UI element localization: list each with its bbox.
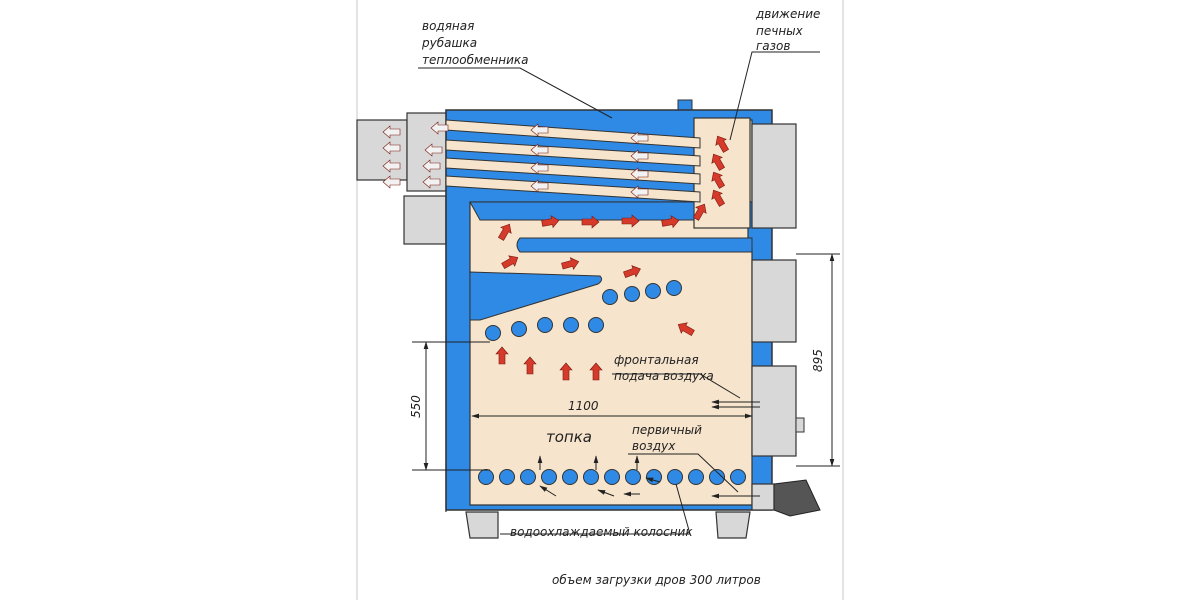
exhaust-arrows xyxy=(382,121,449,189)
label-water-jacket: водяная рубашка теплообменника xyxy=(421,19,529,67)
gas-arrow xyxy=(497,223,512,241)
svg-text:фронтальная: фронтальная xyxy=(614,353,699,367)
middle-door xyxy=(751,259,797,343)
gas-arrow xyxy=(541,215,560,229)
grate-tube xyxy=(541,469,557,485)
grate-tube xyxy=(730,469,746,485)
grate-tube xyxy=(667,469,683,485)
svg-text:первичный: первичный xyxy=(632,423,702,437)
water-tube xyxy=(645,283,661,299)
grate-water-tubes xyxy=(478,469,746,485)
left-leg xyxy=(465,511,499,539)
tube-arrow xyxy=(630,149,649,163)
exhaust-arrow xyxy=(382,141,401,155)
ash-door xyxy=(751,483,775,511)
svg-text:теплообменника: теплообменника xyxy=(422,53,529,67)
gas-arrow xyxy=(715,135,730,153)
tube-flow-arrows xyxy=(530,123,649,199)
grate-tube xyxy=(583,469,599,485)
air-arrows xyxy=(537,399,760,499)
exhaust-arrow xyxy=(382,125,401,139)
water-tube xyxy=(485,325,501,341)
exhaust-arrow xyxy=(382,159,401,173)
upper-water-tubes xyxy=(485,280,682,341)
gas-arrow xyxy=(711,153,726,171)
loading-door xyxy=(751,365,797,457)
water-tube xyxy=(602,289,618,305)
svg-text:движение: движение xyxy=(755,7,820,21)
gas-arrow xyxy=(711,171,726,189)
dim-height-firebox: 550 xyxy=(409,395,423,418)
tube-arrow xyxy=(630,185,649,199)
label-firebox: топка xyxy=(546,428,592,446)
grate-tube xyxy=(604,469,620,485)
water-tube xyxy=(666,280,682,296)
exhaust-arrow xyxy=(430,121,449,135)
exhaust-arrow xyxy=(424,143,443,157)
ash-flap xyxy=(773,479,821,517)
side-hatch xyxy=(403,195,447,245)
svg-text:водяная: водяная xyxy=(422,19,474,33)
water-tube xyxy=(588,317,604,333)
grate-tube xyxy=(520,469,536,485)
water-shelf xyxy=(516,237,753,253)
svg-text:печных: печных xyxy=(756,24,804,38)
water-tube xyxy=(624,286,640,302)
upper-door xyxy=(751,123,797,229)
gas-arrow xyxy=(661,215,680,229)
gas-flow-arrows xyxy=(495,135,730,381)
tube-arrow xyxy=(530,143,549,157)
gas-arrow xyxy=(589,362,603,381)
grate-tube xyxy=(499,469,515,485)
exhaust-arrow xyxy=(422,159,441,173)
tube-arrow xyxy=(530,161,549,175)
gas-arrow xyxy=(523,356,537,375)
dim-width: 1100 xyxy=(568,399,599,413)
grate-tube xyxy=(562,469,578,485)
svg-text:воздух: воздух xyxy=(632,439,676,453)
water-tube xyxy=(537,317,553,333)
label-front-air: фронтальная подача воздуха xyxy=(614,353,714,383)
gas-arrow xyxy=(495,346,509,365)
gas-arrow xyxy=(623,265,641,278)
gas-arrow xyxy=(581,215,600,229)
label-gas-movement: движение печных газов xyxy=(755,7,820,53)
label-load-volume: объем загрузки дров 300 литров xyxy=(552,573,761,587)
tube-arrow xyxy=(530,123,549,137)
right-leg xyxy=(715,511,751,539)
leader-lines xyxy=(418,51,820,535)
grate-tube xyxy=(688,469,704,485)
gas-arrow xyxy=(692,203,707,221)
gas-arrow xyxy=(677,322,695,337)
tube-arrow xyxy=(630,131,649,145)
dim-height-front: 895 xyxy=(811,349,825,372)
exhaust-arrow xyxy=(382,175,401,189)
grate-tube xyxy=(478,469,494,485)
gas-arrow xyxy=(561,257,580,270)
sloped-baffle xyxy=(469,271,603,321)
tube-arrow xyxy=(630,167,649,181)
upper-baffle xyxy=(469,201,695,221)
gas-arrow xyxy=(621,214,640,228)
exhaust-arrow xyxy=(422,175,441,189)
label-grate: водоохлаждаемый колосник xyxy=(510,525,693,539)
grate-tube xyxy=(625,469,641,485)
dimension-lines xyxy=(412,253,840,471)
water-tube xyxy=(563,317,579,333)
gas-arrow xyxy=(711,189,726,207)
svg-text:газов: газов xyxy=(756,39,790,53)
svg-text:подача воздуха: подача воздуха xyxy=(614,369,714,383)
door-handle xyxy=(795,417,805,433)
gas-arrow xyxy=(501,255,519,270)
tube-arrow xyxy=(530,179,549,193)
water-tube xyxy=(511,321,527,337)
gas-arrow xyxy=(559,362,573,381)
label-primary-air: первичный воздух xyxy=(632,423,702,453)
grate-tube xyxy=(709,469,725,485)
svg-text:рубашка: рубашка xyxy=(421,36,477,50)
